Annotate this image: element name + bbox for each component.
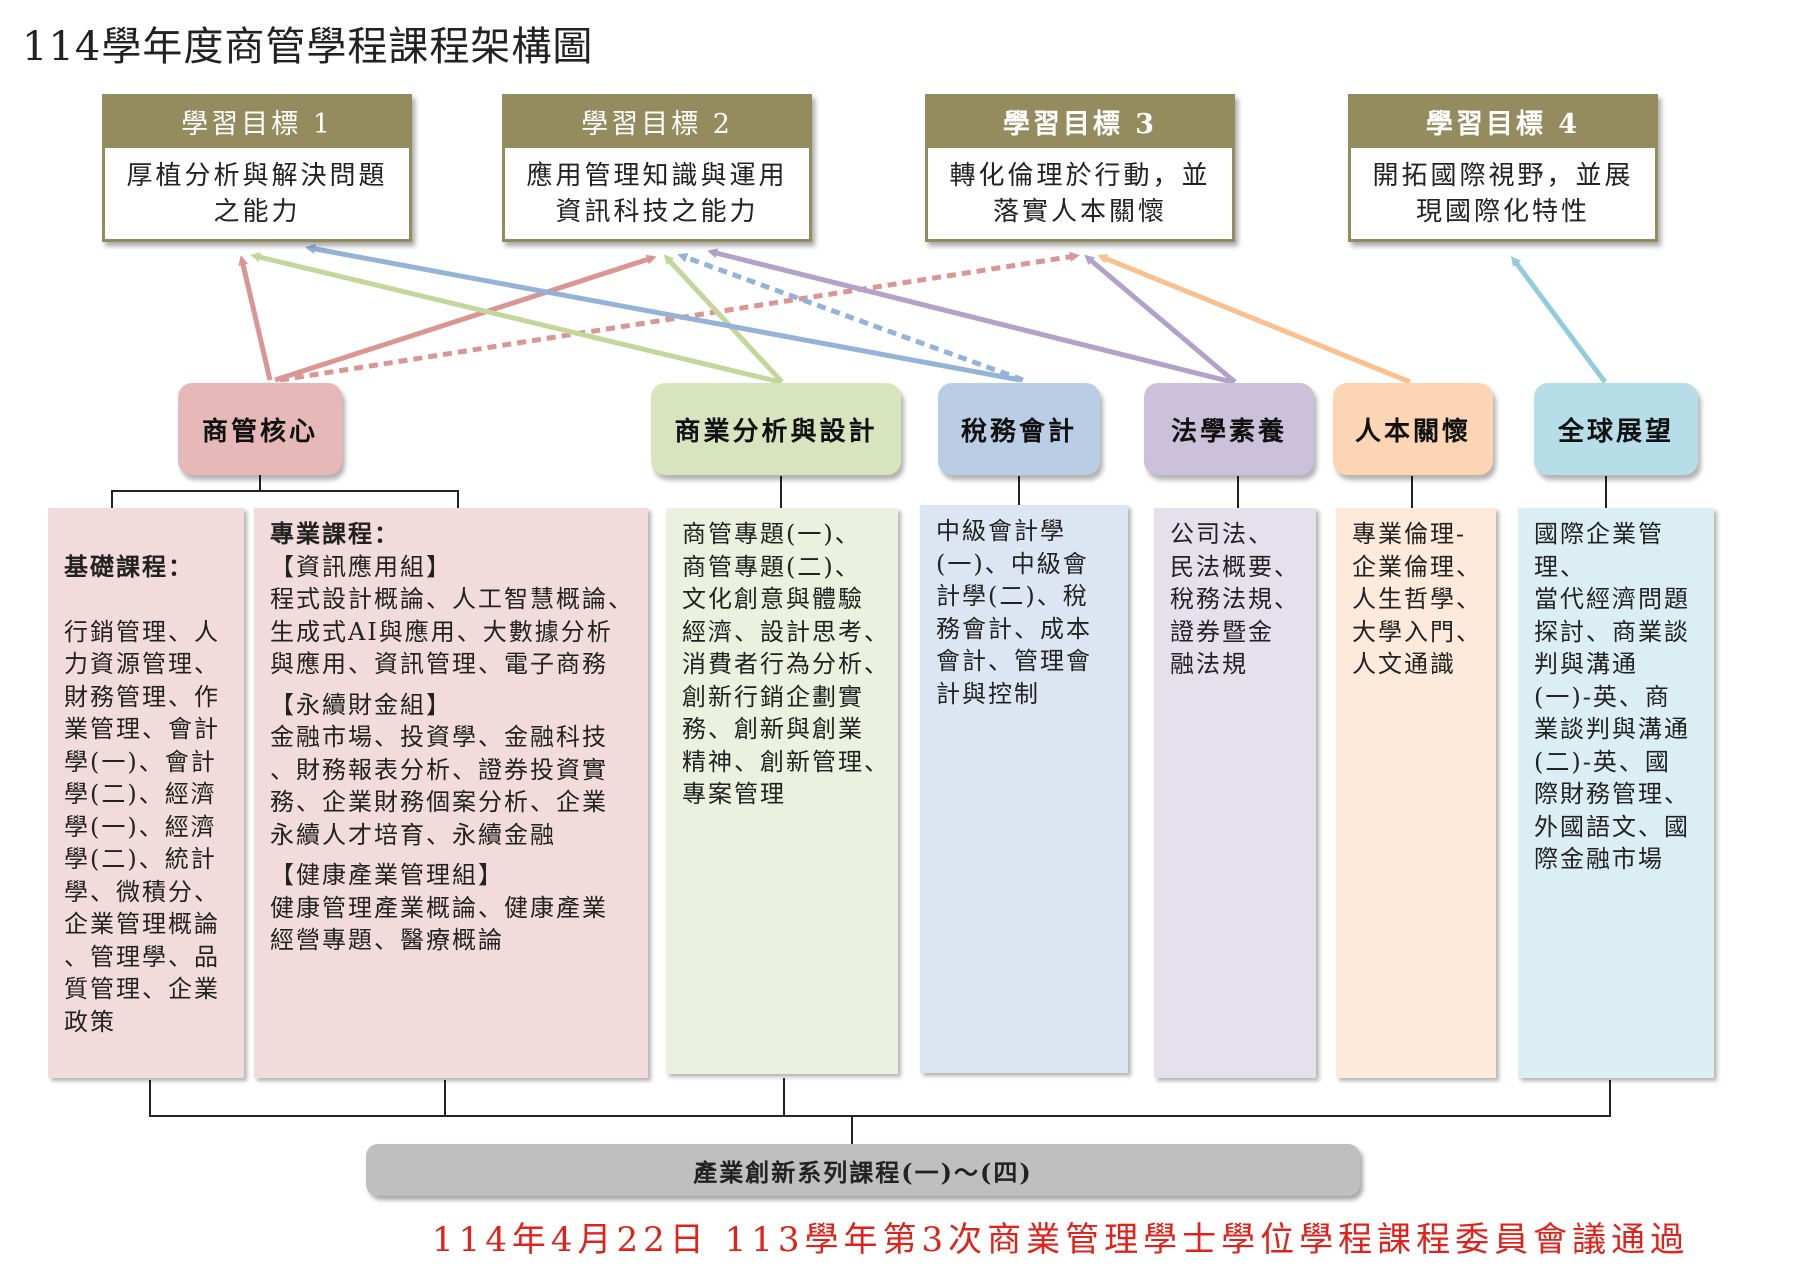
page-title: 114學年度商管學程課程架構圖 [22,24,594,70]
approval-footer: 114年4月22日 113學年第3次商業管理學士學位學程課程委員會議通過 [432,1220,1690,1260]
basic-courses-list: 行銷管理、人 力資源管理、 財務管理、作 業管理、會計 學(一)、會計 學(二)… [64,617,220,1036]
arrow-tax-goal2 [677,253,1024,383]
goal-3: 學習目標 3 轉化倫理於行動，並 落實人本關懷 [925,94,1235,242]
arrow-analysis-goal1 [250,252,781,385]
group-health-title: 【健康產業管理組】 [270,861,504,889]
goal-4-body: 開拓國際視野，並展 現國際化特性 [1372,160,1634,227]
law-courses-box: 公司法、 民法概要、 稅務法規、 證券暨金 融法規 [1154,508,1316,1078]
group-finance-title: 【永續財金組】 [270,690,452,719]
goal-4-head: 學習目標 4 [1348,94,1658,148]
arrow-tax-goal1 [305,243,1021,383]
bracket-core [111,490,459,508]
goal-2: 學習目標 2 應用管理知識與運用 資訊科技之能力 [502,94,812,242]
category-tax: 稅務會計 [938,383,1100,475]
category-humanity: 人本關懷 [1333,383,1493,475]
arrow-core-goal2 [274,254,657,383]
arrow-analysis-goal2 [663,254,784,384]
basic-courses-box: 基礎課程： 行銷管理、人 力資源管理、 財務管理、作 業管理、會計 學(一)、會… [48,508,244,1078]
arrow-humanity-goal3 [1097,254,1411,385]
humanity-courses-box: 專業倫理- 企業倫理、 人生哲學、 大學入門、 人文通識 [1336,508,1496,1078]
goal-3-body: 轉化倫理於行動，並 落實人本關懷 [949,160,1211,227]
special-courses-title: 專業課程： [270,519,400,548]
category-law: 法學素養 [1144,383,1314,475]
category-analysis: 商業分析與設計 [651,383,901,475]
arrow-global-goal4 [1511,255,1608,384]
industry-innovation-bar: 產業創新系列課程(一)～(四) [366,1144,1360,1196]
basic-courses-title: 基礎課程： [64,551,194,581]
arrow-core-goal1 [238,255,273,381]
special-courses-box: 專業課程： 【資訊應用組】 程式設計概論、人工智慧概論、 生成式AI與應用、大數… [254,508,648,1078]
goal-1: 學習目標 1 厚植分析與解決問題 之能力 [102,94,412,242]
goal-2-body: 應用管理知識與運用 資訊科技之能力 [526,160,788,227]
arrow-law-goal2 [707,248,1233,385]
global-courses-box: 國際企業管理、 當代經濟問題 探討、商業談 判與溝通 (一)-英、商 業談判與溝… [1518,508,1714,1078]
group-info-title: 【資訊應用組】 [270,552,452,581]
group-health-list: 健康管理產業概論、健康產業 經營專題、醫療概論 [270,893,608,955]
group-info-list: 程式設計概論、人工智慧概論、 生成式AI與應用、大數據分析 與應用、資訊管理、電… [270,585,634,678]
goal-1-body: 厚植分析與解決問題 之能力 [126,160,388,227]
analysis-courses-box: 商管專題(一)、 商管專題(二)、 文化創意與體驗 經濟、設計思考、 消費者行為… [666,508,898,1074]
tax-courses-box: 中級會計學 (一)、中級會 計學(二)、稅 務會計、成本 會計、管理會 計與控制 [920,505,1128,1073]
bracket-bottom [149,1080,1611,1117]
goal-2-head: 學習目標 2 [502,94,812,148]
goal-1-head: 學習目標 1 [102,94,412,148]
goal-4: 學習目標 4 開拓國際視野，並展 現國際化特性 [1348,94,1658,242]
arrow-law-goal3 [1084,254,1237,384]
category-core: 商管核心 [178,383,342,475]
category-global: 全球展望 [1534,383,1698,475]
goal-3-head: 學習目標 3 [925,94,1235,148]
group-finance-list: 金融市場、投資學、金融科技 、財務報表分析、證券投資實 務、企業財務個案分析、企… [270,723,608,849]
